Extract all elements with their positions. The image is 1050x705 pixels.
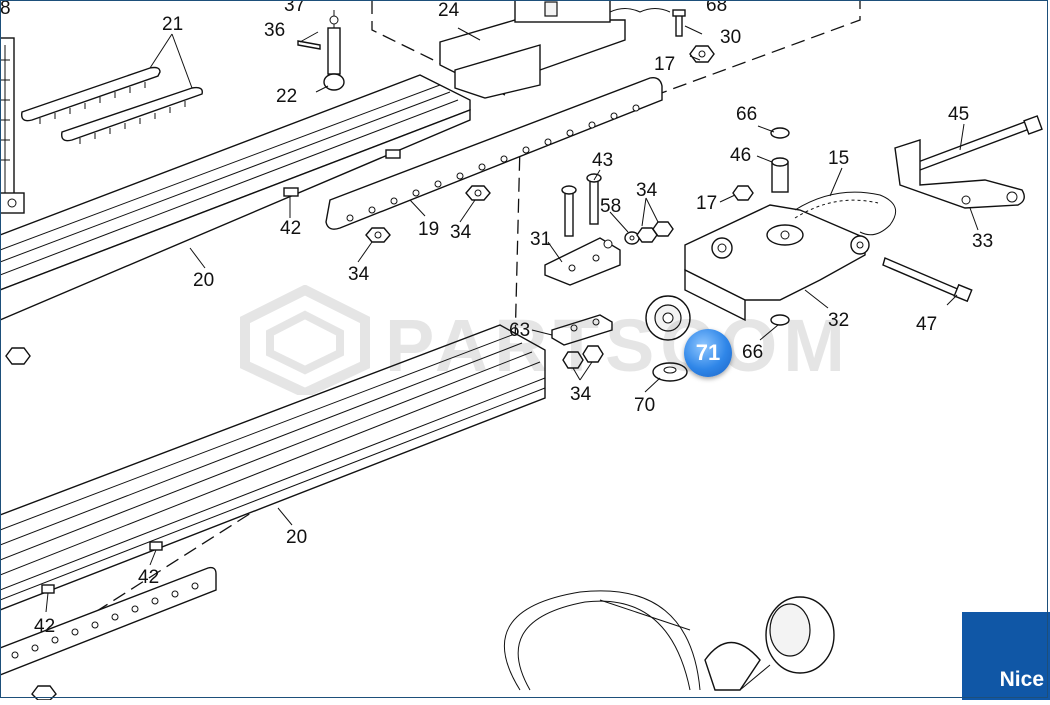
hex-nut <box>582 345 604 363</box>
part-hotspot-71[interactable]: 71 <box>684 329 732 377</box>
assembly-boundary <box>330 0 861 346</box>
callout: 34 <box>636 180 658 201</box>
callout: 33 <box>972 231 993 252</box>
set-screw <box>283 149 401 197</box>
hex-nut <box>636 227 658 243</box>
callout: 8 <box>0 0 11 19</box>
leader-lines <box>45 25 979 613</box>
hex-nut <box>732 185 754 201</box>
rail-lower <box>0 324 546 611</box>
slotted-bar <box>325 76 663 230</box>
callout-labels: 8 21 37 36 22 24 68 30 17 66 45 46 15 17… <box>0 0 993 637</box>
retaining-clip <box>770 127 790 139</box>
screw <box>672 9 686 37</box>
hex-nut <box>562 351 584 369</box>
callout: 21 <box>162 14 183 35</box>
callout: 63 <box>509 320 530 341</box>
callout: 43 <box>592 150 613 171</box>
callout: 58 <box>600 196 621 217</box>
pivot-pin <box>771 157 789 193</box>
callout: 24 <box>438 0 460 21</box>
callout: 17 <box>696 193 717 214</box>
bolt <box>561 173 602 237</box>
callout: 31 <box>530 229 551 250</box>
callout: 45 <box>948 104 969 125</box>
callout: 30 <box>720 27 741 48</box>
callout: 42 <box>280 218 301 239</box>
chain-link-plate <box>61 86 203 144</box>
hex-nut <box>652 221 674 237</box>
carriage <box>439 0 671 99</box>
slotted-bar <box>0 566 217 676</box>
long-bolt <box>882 257 973 303</box>
callout: 17 <box>654 54 675 75</box>
callout: 66 <box>742 342 763 363</box>
callout: 46 <box>730 145 751 166</box>
wall-bracket <box>0 37 25 214</box>
callout: 15 <box>828 148 849 169</box>
hex-nut <box>5 347 31 365</box>
callout: 68 <box>706 0 727 16</box>
callout: 32 <box>828 310 849 331</box>
callout: 37 <box>284 0 305 16</box>
callout: 34 <box>348 264 370 285</box>
cable-with-lamp <box>503 590 835 691</box>
hex-nut <box>31 685 57 701</box>
brand-logo: Nice <box>962 612 1050 700</box>
rail-upper <box>0 74 471 321</box>
end-bracket <box>894 139 1025 209</box>
chain-tensioner-housing <box>684 204 870 322</box>
callout: 42 <box>34 616 55 637</box>
callout: 22 <box>276 86 297 107</box>
mounting-bracket <box>544 237 621 286</box>
long-bolt <box>909 115 1043 174</box>
release-pin <box>297 10 345 91</box>
callout: 42 <box>138 567 159 588</box>
retaining-clip <box>770 314 790 326</box>
chain <box>794 199 879 219</box>
callout: 36 <box>264 20 285 41</box>
hotspot-label: 71 <box>695 340 721 365</box>
callout: 34 <box>450 222 472 243</box>
backing-plate <box>551 314 613 346</box>
callout: 20 <box>286 527 307 548</box>
callout: 34 <box>570 384 592 405</box>
chain-link-plate <box>21 66 161 124</box>
sprocket <box>645 295 691 341</box>
callout: 66 <box>736 104 757 125</box>
brand-name: Nice <box>999 668 1044 691</box>
callout: 19 <box>418 219 439 240</box>
callout: 47 <box>916 314 937 335</box>
callout: 20 <box>193 270 214 291</box>
callout: 70 <box>634 395 655 416</box>
